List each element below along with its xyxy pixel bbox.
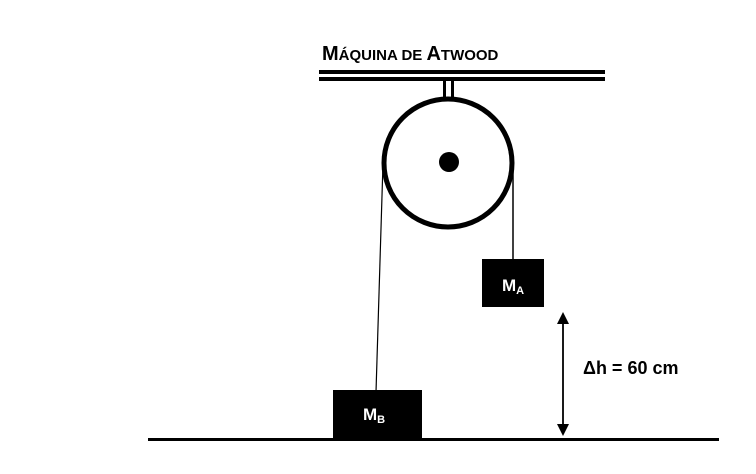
floor-line <box>148 438 719 441</box>
mass-b-block: MB <box>333 390 422 438</box>
height-dimension-arrow <box>557 312 569 436</box>
title-rest-2: TWOOD <box>441 47 499 64</box>
ceiling-bar-top <box>319 70 605 74</box>
mass-a-block: MA <box>482 259 544 307</box>
ceiling-support <box>319 70 605 81</box>
mass-b-subscript: B <box>377 414 385 426</box>
pulley-axle <box>439 152 459 172</box>
mass-a-subscript: A <box>516 285 524 297</box>
mass-b-main: M <box>363 405 377 424</box>
title-rest-1: ÁQUINA DE <box>339 47 427 64</box>
arrow-head-up <box>557 312 569 324</box>
string-left <box>376 163 383 392</box>
height-label: Δh = 60 cm <box>583 358 678 378</box>
title-letter-m: M <box>322 43 339 65</box>
mass-a-main: M <box>502 276 516 295</box>
diagram-title: MÁQUINA DE ATWOOD <box>322 43 499 65</box>
title-letter-a: A <box>426 43 440 65</box>
arrow-head-down <box>557 424 569 436</box>
ceiling-bar-bottom <box>319 77 605 81</box>
